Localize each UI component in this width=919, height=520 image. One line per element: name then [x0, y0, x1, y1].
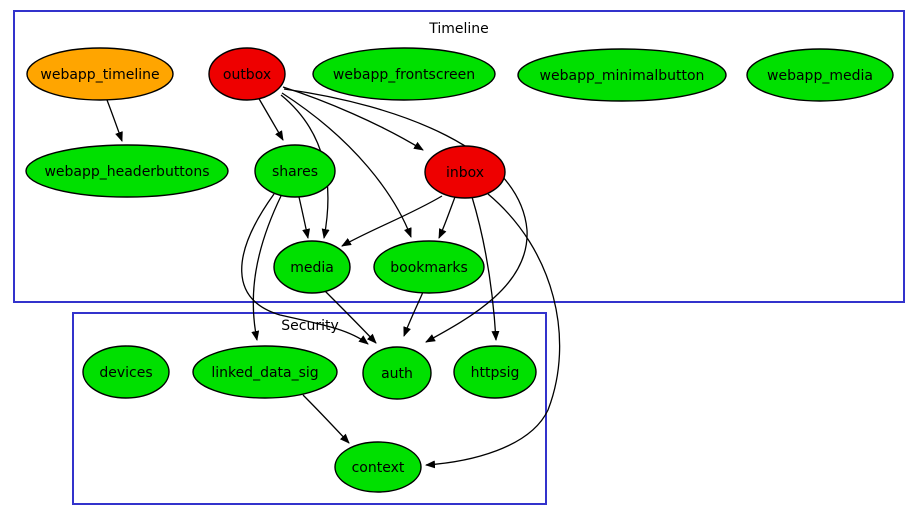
node-webapp_media: webapp_media [746, 48, 894, 102]
node-webapp_media-label: webapp_media [767, 68, 873, 84]
node-webapp_minimalbutton-label: webapp_minimalbutton [540, 68, 705, 84]
node-inbox-label: inbox [446, 165, 484, 181]
edge-inbox-to-bookmarks [438, 196, 456, 239]
edge-outbox-to-bookmarks [281, 92, 412, 238]
node-media: media [273, 240, 351, 294]
node-httpsig-shape [453, 345, 537, 399]
node-webapp_minimalbutton-shape [517, 48, 727, 102]
edge-outbox-to-shares [257, 96, 284, 141]
edge-linked_data_sig-to-context [302, 394, 350, 444]
node-webapp_headerbuttons-label: webapp_headerbuttons [44, 164, 209, 180]
node-webapp_timeline: webapp_timeline [26, 47, 174, 101]
edge-inbox-to-httpsig [471, 196, 500, 341]
node-shares-label: shares [272, 164, 318, 180]
node-outbox-label: outbox [223, 67, 271, 83]
node-bookmarks-shape [373, 240, 485, 294]
node-media-shape [273, 240, 351, 294]
node-bookmarks-label: bookmarks [390, 260, 468, 276]
node-outbox-shape [208, 47, 286, 101]
cluster-security-border [72, 312, 547, 505]
node-linked_data_sig-label: linked_data_sig [211, 365, 318, 381]
node-webapp_frontscreen-shape [312, 47, 496, 101]
edge-shares-to-media [298, 196, 311, 239]
node-webapp_media-shape [746, 48, 894, 102]
edge-media-to-auth [324, 290, 377, 344]
node-inbox-shape [424, 145, 506, 199]
node-context: context [334, 441, 422, 493]
edge-bookmarks-to-auth [403, 291, 424, 337]
node-devices: devices [82, 345, 170, 399]
node-webapp_headerbuttons: webapp_headerbuttons [25, 144, 229, 198]
node-httpsig: httpsig [453, 345, 537, 399]
node-shares: shares [254, 144, 336, 198]
node-auth: auth [362, 346, 432, 400]
node-auth-shape [362, 346, 432, 400]
edge-shares-to-linked_data_sig [251, 195, 282, 341]
node-bookmarks: bookmarks [373, 240, 485, 294]
node-webapp_timeline-shape [26, 47, 174, 101]
cluster-security-label: Security [281, 318, 339, 334]
cluster-timeline-label: Timeline [428, 21, 489, 37]
cluster-timeline-border [13, 10, 905, 303]
node-webapp_frontscreen: webapp_frontscreen [312, 47, 496, 101]
edge-outbox-to-auth [283, 88, 528, 343]
node-webapp_frontscreen-label: webapp_frontscreen [333, 67, 475, 83]
edge-webapp_timeline-to-webapp_headerbuttons [106, 99, 123, 142]
node-webapp_headerbuttons-shape [25, 144, 229, 198]
node-context-shape [334, 441, 422, 493]
node-httpsig-label: httpsig [471, 365, 520, 381]
node-media-label: media [290, 260, 334, 276]
edge-inbox-to-context [425, 193, 561, 469]
node-outbox: outbox [208, 47, 286, 101]
edge-shares-to-auth [241, 193, 369, 345]
node-auth-label: auth [381, 366, 413, 382]
node-webapp_timeline-label: webapp_timeline [40, 67, 159, 83]
node-linked_data_sig: linked_data_sig [192, 345, 338, 399]
edge-inbox-to-media [341, 195, 443, 247]
node-devices-label: devices [99, 365, 152, 381]
node-linked_data_sig-shape [192, 345, 338, 399]
node-devices-shape [82, 345, 170, 399]
node-inbox: inbox [424, 145, 506, 199]
node-shares-shape [254, 144, 336, 198]
node-context-label: context [352, 460, 405, 476]
edge-outbox-to-inbox [282, 86, 424, 151]
node-webapp_minimalbutton: webapp_minimalbutton [517, 48, 727, 102]
